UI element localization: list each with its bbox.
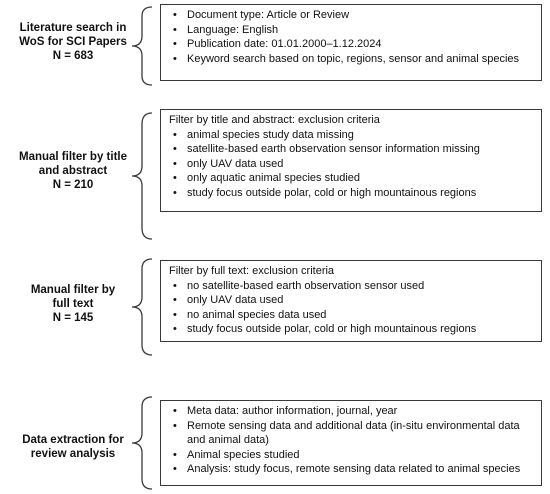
step-4-brace — [131, 396, 153, 490]
step-4-box: Meta data: author information, journal, … — [160, 400, 542, 486]
step-2-header: Filter by title and abstract: exclusion … — [169, 114, 380, 126]
step-1-item-3: Publication date: 01.01.2000–1.12.2024 — [169, 37, 533, 52]
step-3-label: Manual filter by full text N = 145 — [2, 283, 144, 325]
step-4-item-4: Analysis: study focus, remote sensing da… — [169, 462, 533, 477]
step-1-label: Literature search in WoS for SCI Papers … — [2, 21, 144, 63]
step-3-item-1: no satellite-based earth observation sen… — [169, 279, 533, 294]
step-2-label-line-3: N = 210 — [52, 179, 94, 191]
step-4-item-3: Animal species studied — [169, 448, 533, 463]
step-3-label-line-2: full text — [52, 298, 94, 310]
step-4-label-line-2: review analysis — [30, 448, 116, 460]
step-2-label-line-2: and abstract — [38, 165, 108, 177]
step-1-item-1: Document type: Article or Review — [169, 8, 533, 23]
step-2-label-line-1: Manual filter by title — [19, 151, 127, 163]
step-2-item-4: only aquatic animal species studied — [169, 171, 533, 186]
step-2-brace — [131, 112, 153, 240]
step-1-label-line-1: Literature search in — [19, 22, 127, 34]
step-3-item-2: only UAV data used — [169, 293, 533, 308]
step-1-item-4: Keyword search based on topic, regions, … — [169, 52, 533, 67]
step-3-header: Filter by full text: exclusion criteria — [169, 265, 335, 277]
step-1-brace — [131, 6, 153, 86]
step-1-box: Document type: Article or Review Languag… — [160, 4, 542, 81]
step-3-label-line-1: Manual filter by — [30, 284, 116, 296]
step-3-item-3: no animal species data used — [169, 308, 533, 323]
step-3-box: Filter by full text: exclusion criteria … — [160, 260, 542, 342]
step-1-item-2: Language: English — [169, 23, 533, 38]
step-4-item-1: Meta data: author information, journal, … — [169, 404, 533, 419]
step-2-label: Manual filter by title and abstract N = … — [2, 150, 144, 192]
step-3-item-4: study focus outside polar, cold or high … — [169, 322, 533, 337]
step-2-box: Filter by title and abstract: exclusion … — [160, 109, 542, 212]
step-2-item-5: study focus outside polar, cold or high … — [169, 186, 533, 201]
step-4-label-line-1: Data extraction for — [22, 434, 124, 446]
step-4-label: Data extraction for review analysis — [2, 433, 144, 461]
step-3-brace — [131, 258, 153, 356]
step-1-label-line-2: WoS for SCI Papers — [19, 36, 127, 48]
step-4-item-2: Remote sensing data and additional data … — [169, 419, 533, 448]
step-2-item-1: animal species study data missing — [169, 128, 533, 143]
step-2-item-2: satellite-based earth observation sensor… — [169, 142, 533, 157]
step-2-item-3: only UAV data used — [169, 157, 533, 172]
step-3-label-line-3: N = 145 — [52, 312, 94, 324]
step-1-label-line-3: N = 683 — [52, 50, 94, 62]
